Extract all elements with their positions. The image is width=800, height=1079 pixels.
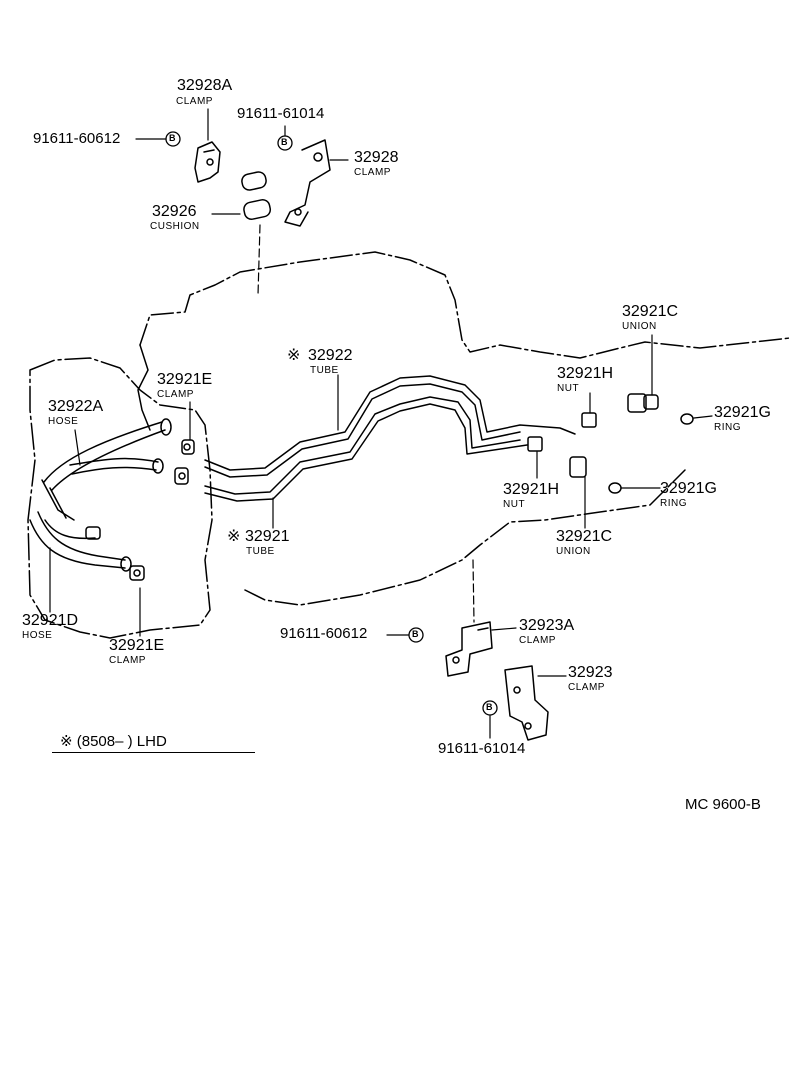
clamp-icon xyxy=(85,439,195,581)
hose-icon xyxy=(29,511,132,572)
engine-outline-lower xyxy=(244,469,686,606)
part-number-32922: 32922 xyxy=(308,347,353,364)
part-name-clamp: CLAMP xyxy=(109,655,146,666)
part-name-clamp: CLAMP xyxy=(354,167,391,178)
part-name-union: UNION xyxy=(556,546,591,557)
part-name-clamp: CLAMP xyxy=(157,389,194,400)
note-mark: ※ xyxy=(287,347,301,364)
part-number-32923: 32923 xyxy=(568,664,613,681)
part-name-ring: RING xyxy=(660,498,687,509)
note-underline xyxy=(52,752,255,753)
part-name-clamp: CLAMP xyxy=(519,635,556,646)
part-name-tube: TUBE xyxy=(310,365,339,376)
part-number-32922A: 32922A xyxy=(48,398,104,415)
part-number-32928A: 32928A xyxy=(177,77,233,94)
part-number-32921H-bottom: 32921H xyxy=(503,481,560,498)
part-name-clamp: CLAMP xyxy=(176,96,213,107)
note-mark: ※ xyxy=(227,528,241,545)
part-name-nut: NUT xyxy=(503,499,526,510)
bolt-number-60612-middle: 91611-60612 xyxy=(280,625,368,642)
part-name-hose: HOSE xyxy=(48,416,79,427)
part-name-union: UNION xyxy=(622,321,657,332)
bolt-number-60612-top: 91611-60612 xyxy=(33,130,121,147)
clamp-icon xyxy=(284,139,331,227)
bolt-mark: B xyxy=(412,629,419,639)
part-number-32921D: 32921D xyxy=(22,612,79,629)
transmission-outline xyxy=(27,357,213,639)
applicability-note: ※ (8508– ) LHD xyxy=(60,733,167,750)
engine-outline-left xyxy=(137,344,151,431)
part-name-ring: RING xyxy=(714,422,741,433)
cushion-icon xyxy=(241,171,272,220)
nut-icon xyxy=(527,412,597,452)
bolt-mark: B xyxy=(281,137,288,147)
part-name-nut: NUT xyxy=(557,383,580,394)
part-number-32923A: 32923A xyxy=(519,617,575,634)
engine-outline xyxy=(139,251,791,359)
bolt-mark: B xyxy=(486,702,493,712)
part-name-clamp: CLAMP xyxy=(568,682,605,693)
part-number-32921C-top: 32921C xyxy=(622,303,679,320)
clamp-icon xyxy=(445,621,493,677)
diagram-code: MC 9600-B xyxy=(685,796,761,813)
bolt-mark: B xyxy=(169,133,176,143)
part-number-32921C-bottom: 32921C xyxy=(556,528,613,545)
tube-icon xyxy=(204,375,576,502)
union-icon xyxy=(569,393,659,478)
part-name-hose: HOSE xyxy=(22,630,53,641)
part-number-32928: 32928 xyxy=(354,149,399,166)
part-number-32921H-top: 32921H xyxy=(557,365,614,382)
bolt-number-61014-bottom: 91611-61014 xyxy=(438,740,526,757)
part-number-32921: 32921 xyxy=(245,528,290,545)
part-number-32921E-bottom: 32921E xyxy=(109,637,165,654)
part-number-32921G-top: 32921G xyxy=(714,404,771,421)
clamp-icon xyxy=(504,665,549,741)
part-number-32921G-bottom: 32921G xyxy=(660,480,717,497)
leader-lines xyxy=(49,108,713,739)
part-number-32926: 32926 xyxy=(152,203,197,220)
hose-icon xyxy=(41,418,172,521)
clamp-icon xyxy=(194,141,221,183)
part-name-tube: TUBE xyxy=(246,546,275,557)
part-name-cushion: CUSHION xyxy=(150,221,200,232)
part-number-32921E-top: 32921E xyxy=(157,371,213,388)
bolt-number-61014-top: 91611-61014 xyxy=(237,105,325,122)
